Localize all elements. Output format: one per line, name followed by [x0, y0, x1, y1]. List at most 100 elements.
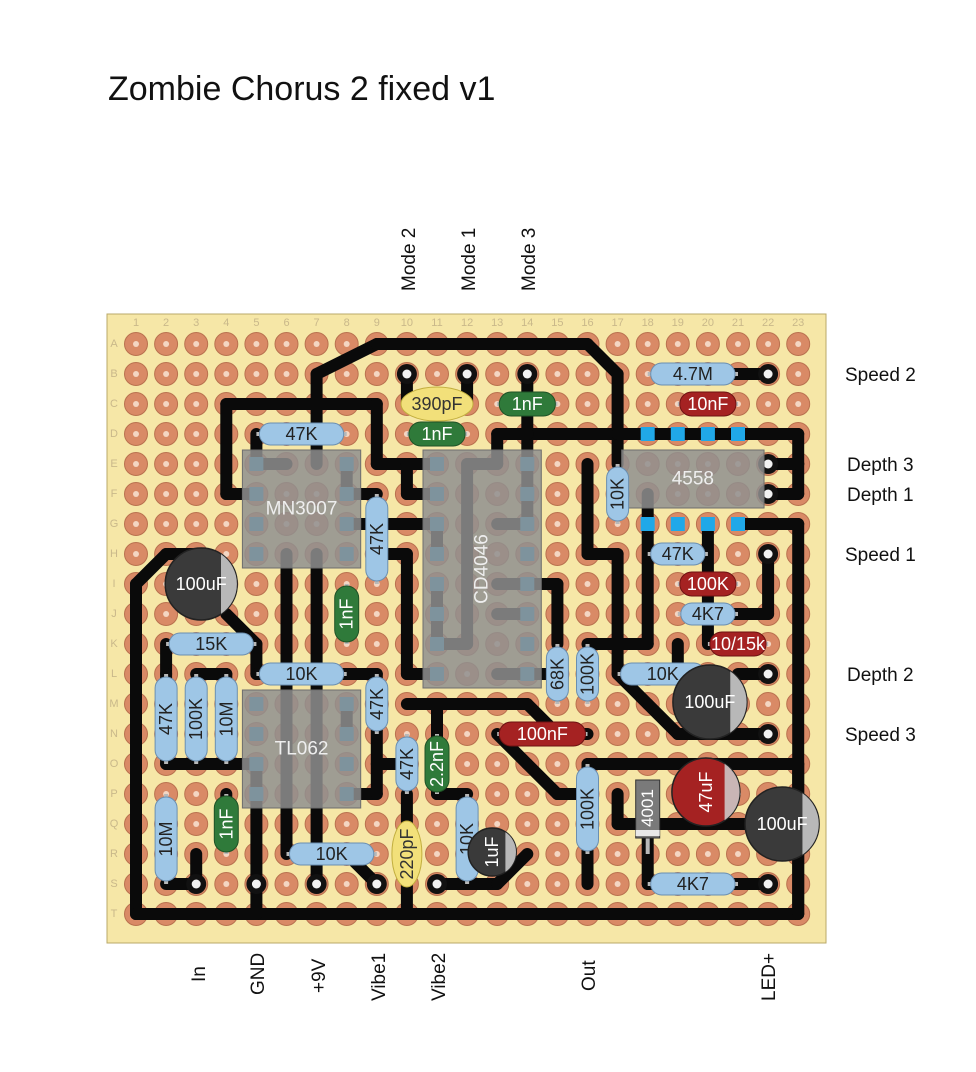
column-label: 4 — [223, 317, 229, 329]
component-label: 4.7M — [673, 364, 713, 384]
pad-hole — [133, 551, 139, 557]
pad-hole — [193, 791, 200, 797]
column-label: 7 — [314, 317, 320, 329]
red-capacitor — [709, 631, 767, 657]
pad-hole — [163, 521, 170, 527]
row-label: K — [110, 638, 118, 650]
pad-hole — [133, 491, 139, 497]
component-label: 1nF — [512, 394, 543, 414]
terminal-hole — [763, 489, 773, 499]
column-label: 10 — [401, 317, 413, 329]
pad-hole — [193, 461, 200, 467]
pad-hole — [494, 791, 501, 797]
film-capacitor — [213, 795, 239, 853]
right-label: Speed 1 — [845, 545, 916, 566]
pad-hole — [193, 431, 200, 437]
component-label: 100K — [186, 698, 206, 740]
column-label: 11 — [431, 317, 442, 329]
terminal-hole — [462, 369, 472, 379]
pad-hole — [163, 371, 170, 377]
column-label: 13 — [491, 317, 503, 329]
row-label: H — [110, 548, 118, 560]
row-label: P — [110, 788, 117, 800]
resistor-body — [650, 362, 736, 386]
film-capacitor — [334, 585, 360, 643]
column-label: 1 — [133, 317, 139, 329]
resistor-body — [154, 676, 178, 762]
electrolytic-capacitor — [164, 547, 238, 621]
resistor-body — [606, 466, 630, 522]
capacitor-stripe — [802, 793, 819, 855]
bottom-label: LED+ — [759, 952, 780, 1001]
film-capacitor — [498, 391, 556, 417]
component-label: 47K — [397, 748, 417, 780]
component-label: 10M — [156, 821, 176, 856]
pad-hole — [193, 401, 200, 407]
component-label: 1nF — [337, 598, 357, 629]
wire — [491, 848, 534, 890]
row-label: G — [110, 518, 119, 530]
pad-hole — [193, 521, 200, 527]
wire — [310, 338, 383, 380]
pad-hole — [223, 341, 230, 347]
wire — [581, 338, 624, 380]
component-label: 47K — [662, 544, 694, 564]
terminal-hole — [763, 549, 773, 559]
component-label: 1nF — [421, 424, 452, 444]
pad-hole — [283, 881, 290, 887]
pad-hole — [133, 461, 139, 467]
diagram-title: Zombie Chorus 2 fixed v1 — [108, 70, 496, 108]
row-label: N — [110, 728, 118, 740]
terminal-hole — [251, 879, 261, 889]
row-label: B — [110, 368, 117, 380]
row-label: E — [110, 458, 117, 470]
ic-label: CD4046 — [472, 534, 493, 604]
right-label: Depth 1 — [847, 485, 914, 506]
component-label: 4K7 — [692, 604, 724, 624]
component-label: 68K — [547, 658, 567, 690]
component-label: 10nF — [687, 394, 728, 414]
pad-hole — [133, 371, 139, 377]
pad-hole — [253, 371, 260, 377]
pad-hole — [735, 551, 741, 557]
pad-hole — [223, 371, 230, 377]
pad-hole — [554, 761, 561, 767]
pad-hole — [253, 341, 260, 347]
row-label: F — [111, 488, 118, 500]
pad-hole — [464, 761, 471, 767]
pad-hole — [765, 401, 772, 407]
ic-label: MN3007 — [266, 499, 338, 520]
component-label: 100K — [687, 574, 729, 594]
bottom-label: +9V — [309, 958, 330, 993]
pad-hole — [133, 341, 139, 347]
pad-hole — [434, 851, 440, 857]
pad-hole — [614, 851, 621, 857]
component-label: 47K — [367, 688, 387, 720]
pad-hole — [163, 461, 170, 467]
pad-hole — [343, 341, 350, 347]
row-label: T — [111, 908, 118, 920]
pad-hole — [163, 401, 170, 407]
pad-hole — [554, 881, 561, 887]
component-label: 10K — [316, 844, 348, 864]
ic-pin — [640, 517, 655, 531]
pad-hole — [554, 491, 561, 497]
diode-body — [635, 779, 661, 839]
pad-hole — [434, 821, 440, 827]
ic-label: TL062 — [275, 739, 329, 760]
resistor-body — [289, 842, 375, 866]
film-capacitor — [408, 421, 466, 447]
component-label: 2.2nF — [427, 741, 447, 787]
terminal-hole — [763, 459, 773, 469]
row-label: C — [110, 398, 118, 410]
resistor-body — [184, 676, 208, 762]
component-label: 100K — [578, 788, 598, 830]
component-label: 47K — [286, 424, 318, 444]
component-label: 220pF — [397, 828, 417, 879]
row-label: J — [111, 608, 117, 620]
ic-body — [241, 689, 362, 809]
pad-hole — [765, 341, 772, 347]
wire — [521, 758, 564, 800]
row-label: S — [110, 878, 117, 890]
film-capacitor — [424, 735, 450, 793]
